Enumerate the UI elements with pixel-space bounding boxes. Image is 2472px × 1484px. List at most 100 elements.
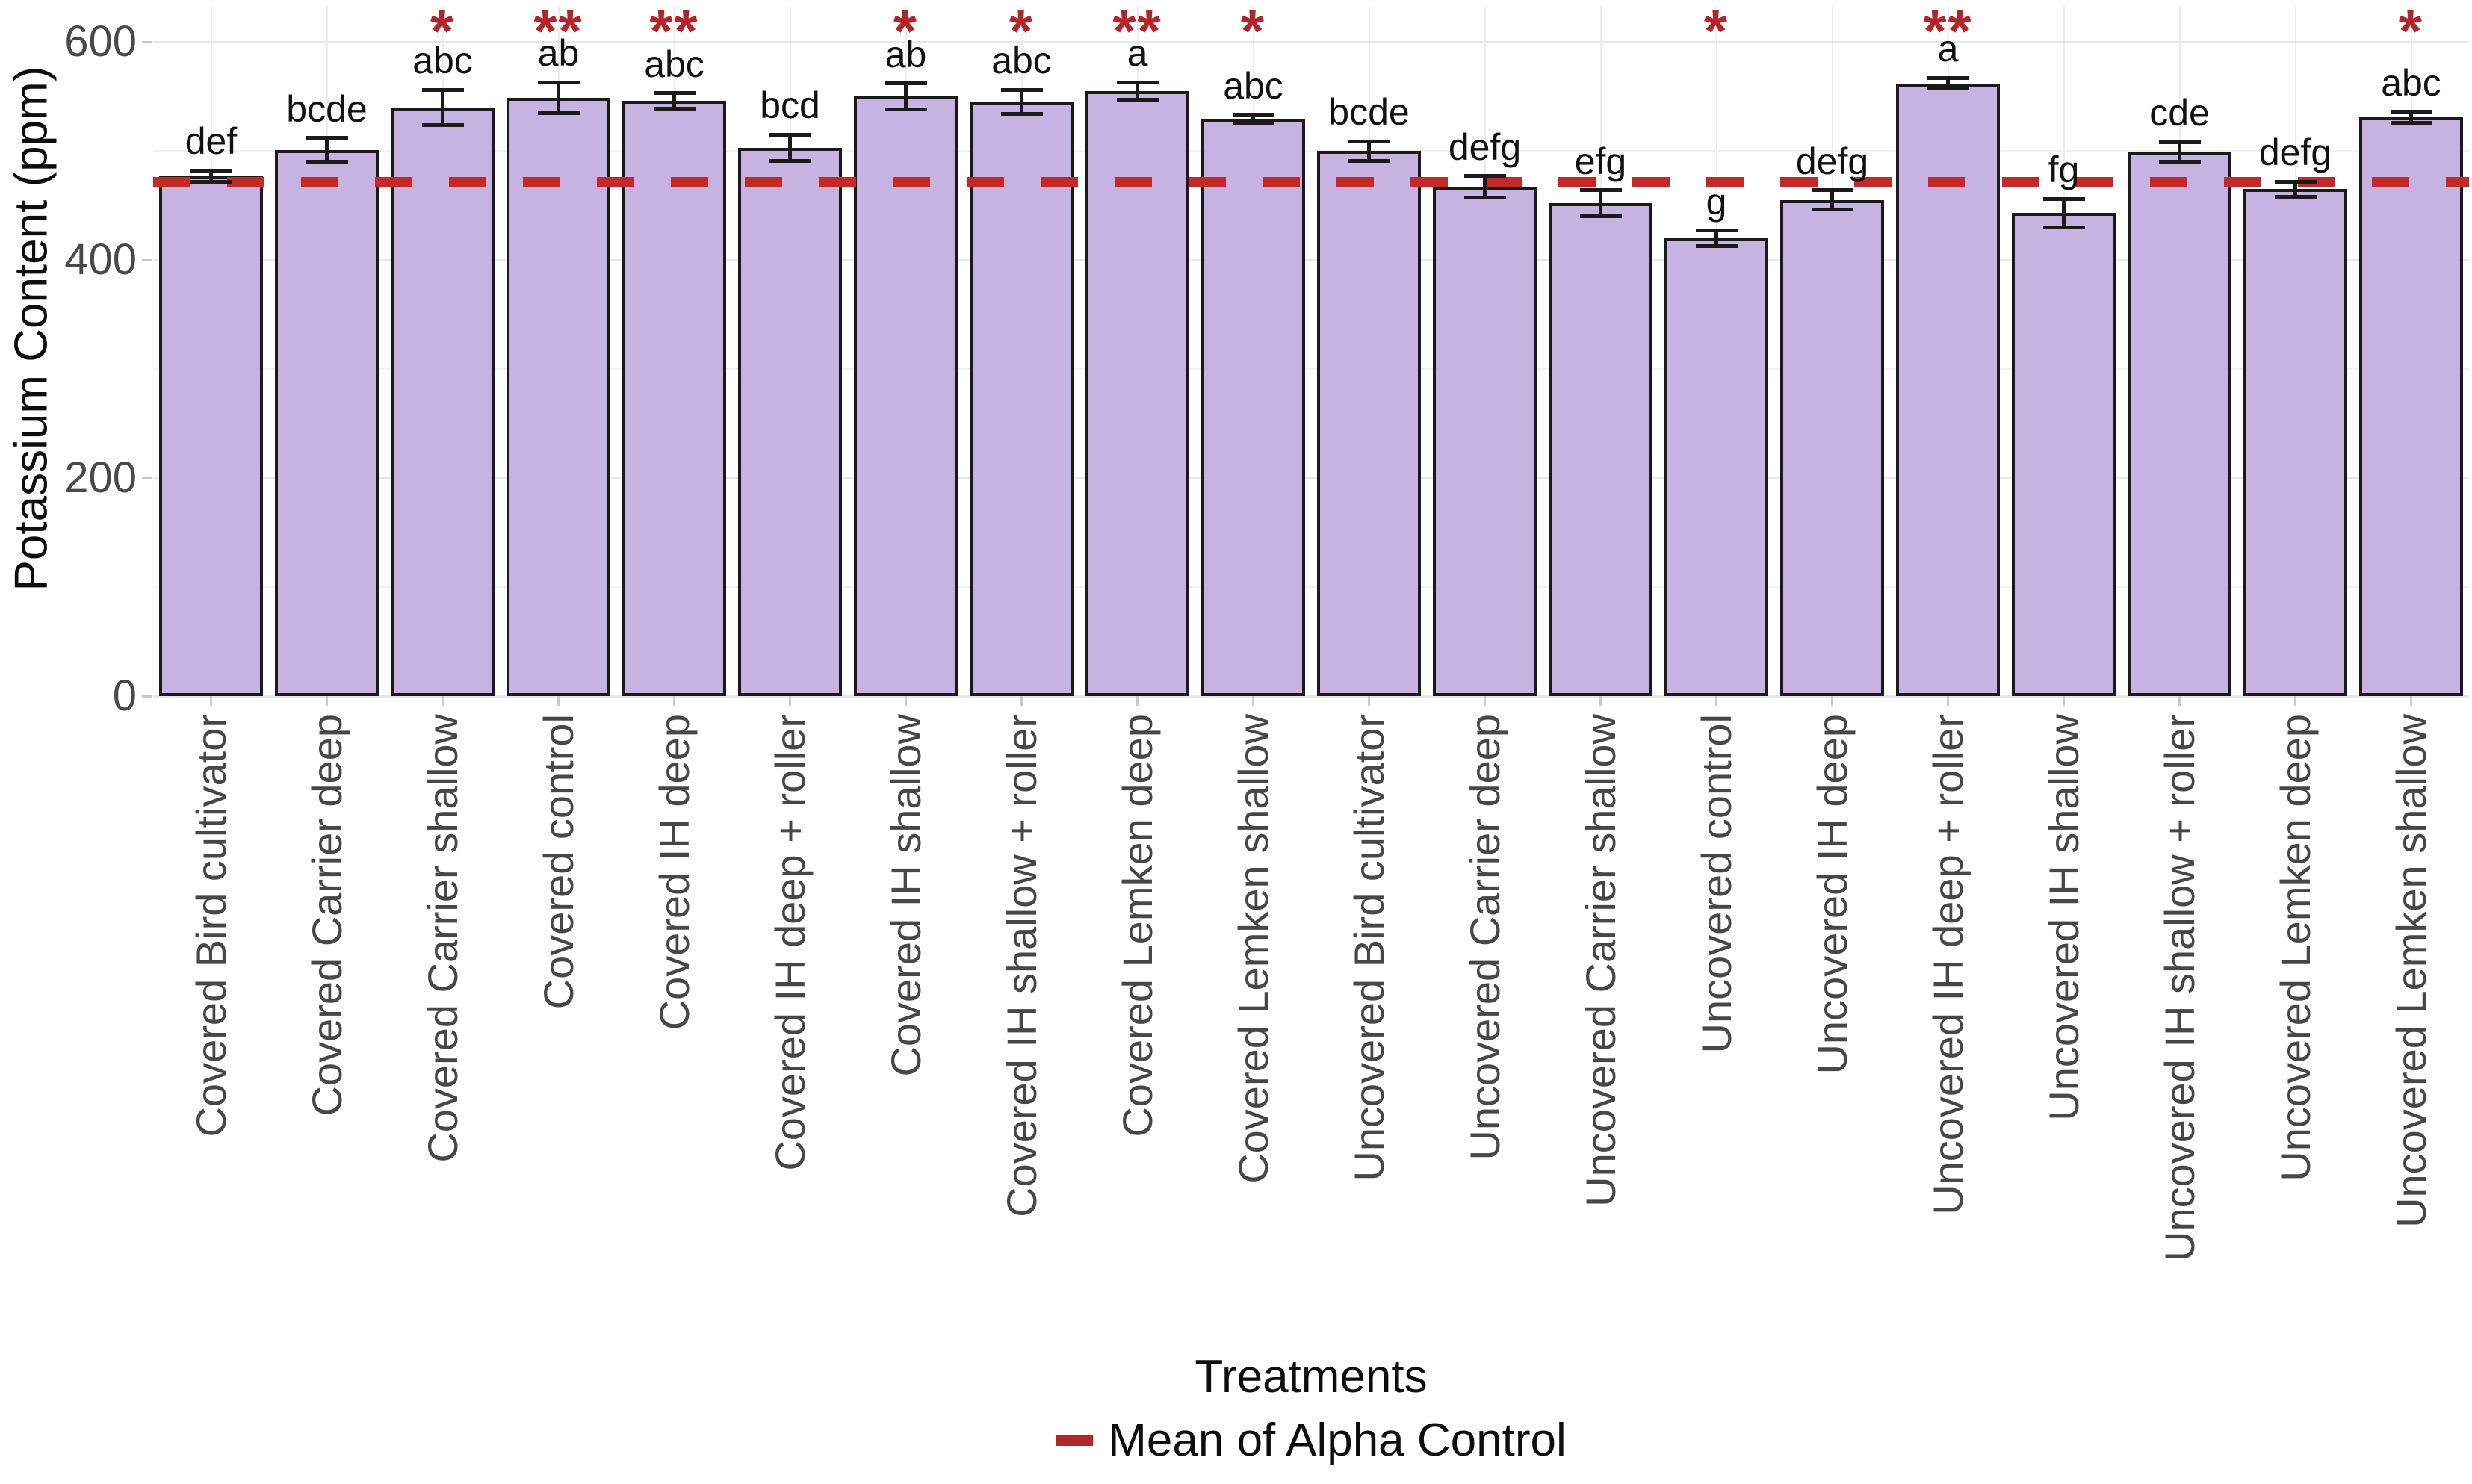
error-bar [2178, 142, 2181, 162]
mean-reference-line [153, 177, 2469, 188]
significance-stars: * [2398, 0, 2424, 64]
x-axis-title: Treatments [1195, 1351, 1428, 1403]
error-bar [1251, 114, 1255, 124]
x-tick-label: Covered IH deep [650, 714, 698, 1031]
x-tick-label-box: Covered Carrier deep [269, 714, 385, 1345]
significance-letter: abc [2381, 61, 2441, 104]
y-axis-tick [142, 695, 152, 698]
error-bar [788, 134, 792, 161]
significance-letter: defg [1448, 125, 1522, 168]
bar [1085, 91, 1189, 696]
significance-letter: a [1937, 28, 1959, 70]
significance-letter: bcde [286, 87, 368, 130]
x-tick-label-box: Uncovered Carrier shallow [1543, 714, 1658, 1345]
x-axis-tick [326, 696, 328, 706]
legend: Mean of Alpha Control [1056, 1414, 1567, 1467]
x-tick-label-box: Uncovered IH deep [1774, 714, 1890, 1345]
x-axis-tick [673, 696, 675, 706]
error-bar [2293, 181, 2297, 197]
x-tick-label: Uncovered Lemken shallow [2387, 714, 2435, 1228]
gridline-major [153, 40, 2469, 43]
error-bar-cap-top [1000, 87, 1043, 92]
error-bar-cap-bottom [653, 106, 696, 111]
x-tick-label-box: Covered Lemken deep [1079, 714, 1195, 1345]
x-tick-label: Uncovered control [1692, 714, 1740, 1054]
bar [1317, 151, 1421, 696]
error-bar [1946, 78, 1950, 89]
error-bar-cap-bottom [885, 108, 927, 112]
error-bar [1020, 90, 1023, 114]
error-bar-cap-top [2042, 196, 2085, 201]
error-bar [1599, 190, 1602, 217]
x-tick-label: Uncovered Bird cultivator [1345, 714, 1393, 1182]
error-bar-cap-bottom [1927, 87, 1969, 91]
significance-letter: bcde [1328, 91, 1410, 134]
x-axis-tick [1252, 696, 1254, 706]
significance-stars: ** [1112, 0, 1162, 64]
error-bar-cap-top [537, 80, 580, 84]
gridline-major [153, 476, 2469, 479]
error-bar-cap-top [306, 136, 348, 140]
significance-letter: ab [537, 32, 580, 75]
significance-stars: * [1240, 0, 1266, 64]
y-tick-label: 400 [64, 235, 137, 285]
x-axis-tick [442, 696, 444, 706]
bar [854, 96, 958, 696]
significance-letter: fg [2048, 149, 2080, 191]
significance-letter: abc [644, 43, 704, 85]
bar [622, 101, 726, 696]
x-tick-label-box: Uncovered Carrier deep [1427, 714, 1543, 1345]
x-tick-label: Covered IH deep + roller [766, 714, 814, 1171]
x-tick-label: Uncovered IH deep [1808, 714, 1856, 1075]
bar [1664, 238, 1768, 696]
bar [391, 108, 495, 696]
error-bar-cap-bottom [1463, 196, 1506, 200]
x-tick-label-box: Covered Bird cultivator [153, 714, 269, 1345]
x-tick-label: Covered Carrier shallow [418, 714, 466, 1163]
error-bar-cap-top [421, 87, 464, 92]
y-tick-label: 0 [112, 671, 137, 720]
error-bar-cap-bottom [1000, 112, 1043, 116]
x-axis-tick [1368, 696, 1370, 706]
x-tick-label-box: Uncovered Lemken shallow [2353, 714, 2469, 1345]
error-bar-cap-bottom [2274, 194, 2317, 199]
bar [738, 148, 842, 696]
error-bar-cap-bottom [769, 158, 811, 163]
x-axis-tick [557, 696, 560, 706]
significance-stars: * [1009, 0, 1035, 64]
x-axis-tick [1947, 696, 1949, 706]
bar [2243, 189, 2347, 696]
error-bar-cap-bottom [1348, 158, 1390, 163]
significance-stars: * [893, 0, 919, 64]
bar [970, 102, 1074, 696]
x-axis-tick [1715, 696, 1717, 706]
error-bar-cap-bottom [1116, 98, 1159, 102]
y-tick-label: 200 [64, 453, 137, 503]
x-tick-label-box: Uncovered IH shallow + roller [2122, 714, 2237, 1345]
error-bar-cap-top [2274, 179, 2317, 184]
x-tick-label-box: Covered IH deep + roller [732, 714, 848, 1345]
error-bar-cap-top [1232, 113, 1274, 117]
significance-letter: g [1706, 180, 1727, 223]
significance-stars: ** [1923, 0, 1973, 64]
error-bar [441, 90, 444, 125]
gridline-minor [153, 150, 2469, 152]
x-tick-label-box: Covered control [501, 714, 616, 1345]
significance-letter: ab [885, 33, 927, 75]
error-bar-cap-bottom [2158, 160, 2201, 164]
x-axis-tick [2410, 696, 2412, 706]
significance-letter: a [1127, 32, 1148, 75]
x-tick-label-box: Uncovered Lemken deep [2237, 714, 2353, 1345]
error-bar-cap-top [769, 132, 811, 137]
error-bar [1483, 176, 1487, 198]
gridline-major [153, 258, 2469, 261]
bar [159, 176, 263, 696]
x-tick-label-box: Covered Carrier shallow [385, 714, 501, 1345]
error-bar [904, 83, 908, 110]
x-tick-label-box: Covered IH shallow [848, 714, 964, 1345]
error-bar [1830, 190, 1834, 210]
x-tick-label: Covered IH shallow [882, 714, 929, 1077]
x-tick-label: Uncovered IH shallow + roller [2155, 714, 2203, 1261]
bar [1201, 119, 1305, 696]
